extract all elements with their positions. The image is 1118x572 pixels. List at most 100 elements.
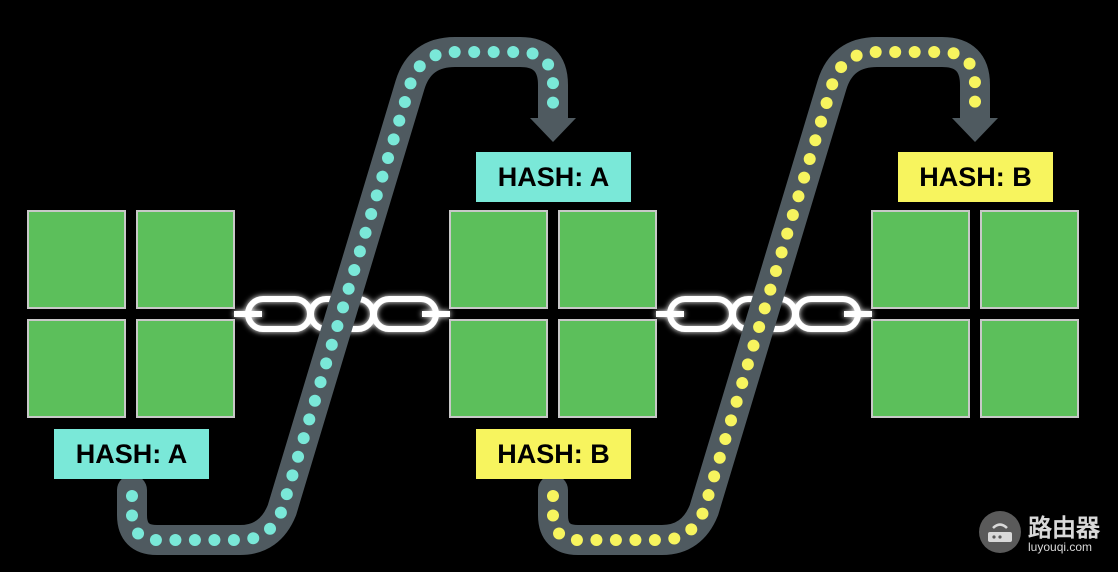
pipe-dot <box>314 376 327 389</box>
block-cell <box>980 319 1079 418</box>
pipe-dot <box>169 534 182 546</box>
pipe-dot <box>820 96 833 109</box>
pipe-dot <box>132 527 145 540</box>
pipe-dot <box>547 490 559 502</box>
pipe-dot <box>387 133 400 146</box>
pipe-dot <box>968 76 981 89</box>
block-1 <box>27 210 235 418</box>
pipe-dot <box>398 95 411 108</box>
pipe-dot <box>325 338 338 351</box>
pipe-dot <box>648 534 661 546</box>
pipe-dot <box>547 509 560 522</box>
block-cell <box>558 319 657 418</box>
pipe-dot <box>542 58 555 71</box>
hash-b-label-block-3: HASH: B <box>898 152 1053 202</box>
pipe-dot <box>264 522 277 535</box>
pipe-dot <box>359 226 372 239</box>
pipe-dot <box>297 432 310 445</box>
pipe-dot <box>792 190 805 203</box>
pipe-dot <box>758 302 771 315</box>
pipe-dot <box>370 189 383 202</box>
pipe-dot <box>764 283 777 296</box>
pipe-dot <box>126 509 139 522</box>
pipe-dot <box>337 301 350 314</box>
pipe-dot <box>769 264 782 277</box>
pipe-dot <box>188 534 201 546</box>
block-cell <box>980 210 1079 309</box>
pipe-dot <box>546 77 559 90</box>
pipe-dot <box>730 395 743 408</box>
block-cell <box>136 210 235 309</box>
block-cell <box>27 319 126 418</box>
pipe-dot <box>741 358 754 371</box>
pipe-dot <box>708 470 721 483</box>
hash-a-label-block-2: HASH: A <box>476 152 631 202</box>
pipe-dot <box>775 246 788 259</box>
pipe-dot <box>448 46 461 59</box>
pipe-dot <box>286 469 299 482</box>
pipe-dot <box>274 506 287 519</box>
pipe-dot <box>702 489 715 502</box>
pipe-dot <box>308 394 321 407</box>
pipe-dot <box>850 49 863 62</box>
block-cell <box>449 210 548 309</box>
block-cell <box>449 319 548 418</box>
block-3 <box>871 210 1079 418</box>
pipe-dot <box>507 46 520 58</box>
pipe-dot <box>590 534 603 546</box>
pipe-dot <box>685 523 698 536</box>
pipe-dot <box>487 46 500 58</box>
pipe-dot <box>570 533 583 546</box>
pipe-dot <box>724 414 737 427</box>
pipe-dot <box>413 60 426 73</box>
pipe-dot <box>814 115 827 128</box>
pipe-dot <box>526 47 539 60</box>
block-cell <box>27 210 126 309</box>
pipe-dot <box>292 450 305 463</box>
block-cell <box>136 319 235 418</box>
hash-a-dots <box>126 46 559 546</box>
pipe-dot <box>928 46 941 58</box>
pipe-dot <box>208 534 221 546</box>
pipe-dot <box>869 46 882 59</box>
hash-a-label-block-1: HASH: A <box>54 429 209 479</box>
pipe-dot <box>553 527 566 540</box>
watermark-brand: 路由器 <box>1028 514 1100 542</box>
pipe-dot <box>629 534 642 546</box>
pipe-dot <box>835 61 848 74</box>
pipe-dot <box>747 339 760 352</box>
pipe-dot <box>826 78 839 91</box>
hash-b-label-block-2: HASH: B <box>476 429 631 479</box>
pipe-dot <box>149 533 162 546</box>
pipe-dot <box>126 490 138 502</box>
pipe-dot <box>247 532 260 545</box>
block-2 <box>449 210 657 418</box>
pipe-dot <box>719 433 732 446</box>
pipe-dot <box>404 77 417 90</box>
pipe-dot <box>365 208 378 221</box>
block-cell <box>871 319 970 418</box>
router-logo-icon <box>979 511 1021 553</box>
pipe-dot <box>348 264 361 277</box>
pipe-dot <box>342 282 355 295</box>
pipe-dot <box>429 49 442 62</box>
arrow-down-icon <box>952 118 998 142</box>
pipe-dot <box>609 534 622 546</box>
pipe-dot <box>803 152 816 165</box>
pipe-dot <box>786 208 799 221</box>
pipe-dot <box>547 96 559 109</box>
pipe-dot <box>713 451 726 464</box>
pipe-dot <box>947 47 960 60</box>
pipe-dot <box>798 171 811 184</box>
pipe-dot <box>969 95 981 108</box>
block-cell <box>871 210 970 309</box>
watermark: 路由器 luyouqi.com <box>978 508 1110 558</box>
pipe-dot <box>280 488 293 501</box>
pipe-dot <box>303 413 316 426</box>
pipe-dot <box>468 46 481 58</box>
watermark-domain: luyouqi.com <box>1028 540 1093 554</box>
pipe-dot <box>696 507 709 520</box>
pipe-dot <box>393 114 406 127</box>
pipe-dot <box>809 134 822 147</box>
